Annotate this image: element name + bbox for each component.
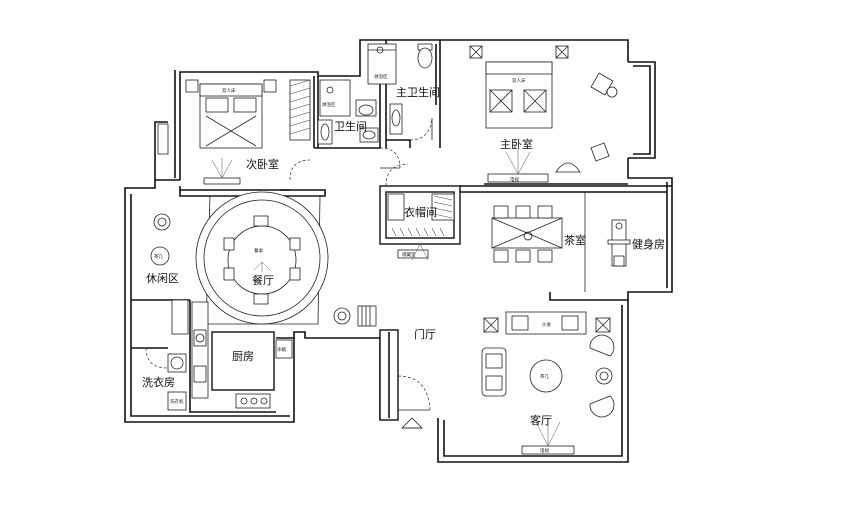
label-living: 客厅: [530, 413, 552, 427]
svg-text:沙发: 沙发: [542, 321, 551, 328]
foyer-fixtures: [333, 305, 431, 429]
svg-text:淋浴区: 淋浴区: [322, 101, 336, 108]
label-master-bath: 主卫生间: [396, 85, 440, 99]
svg-text:电视: 电视: [510, 176, 519, 183]
svg-text:储藏室: 储藏室: [402, 251, 416, 258]
label-foyer: 门厅: [414, 327, 436, 341]
master-bath-fixtures: 淋浴区: [367, 43, 433, 141]
label-closet: 衣帽间: [404, 205, 437, 219]
svg-text:茶几: 茶几: [540, 373, 549, 380]
svg-text:餐桌: 餐桌: [254, 247, 263, 254]
svg-text:淋浴区: 淋浴区: [374, 73, 388, 80]
closet-furniture: 储藏室: [387, 193, 455, 261]
exterior-walls: [124, 39, 673, 463]
tea-room-furniture: [491, 205, 563, 263]
master-bedroom-furniture: 双人床 电视: [385, 45, 618, 187]
label-dining: 餐厅: [252, 273, 274, 287]
label-kitchen: 厨房: [232, 350, 254, 363]
svg-text:洗衣机: 洗衣机: [170, 398, 184, 405]
label-master-bedroom: 主卧室: [500, 137, 533, 151]
secondary-bath-fixtures: 淋浴区: [317, 79, 401, 169]
living-room-furniture: 沙发 茶几 电视: [481, 311, 615, 455]
second-bedroom-furniture: 双人床: [157, 79, 311, 185]
label-laundry: 洗衣房: [142, 375, 175, 389]
label-gym: 健身房: [632, 237, 665, 251]
label-second-bedroom: 次卧室: [246, 157, 279, 171]
svg-text:双人床: 双人床: [222, 87, 236, 94]
label-tea-room: 茶室: [564, 233, 586, 247]
svg-text:双人床: 双人床: [512, 77, 526, 84]
dining-area: 餐桌: [195, 191, 329, 325]
kitchen-fixtures: 冰箱: [191, 301, 293, 409]
leisure-furniture: 茶几: [150, 213, 189, 335]
svg-text:冰箱: 冰箱: [277, 346, 286, 353]
label-leisure: 休闲区: [146, 271, 179, 285]
svg-text:电视: 电视: [540, 447, 549, 454]
svg-text:茶几: 茶几: [154, 253, 163, 260]
label-secondary-bath: 卫生间: [334, 119, 367, 133]
room-labels: 主卫生间 卫生间 主卧室 次卧室 衣帽间 茶室 健身房 休闲区 餐厅 厨房 洗衣…: [142, 85, 665, 427]
laundry-fixtures: 洗衣机: [145, 347, 187, 411]
gym-equipment: [607, 219, 631, 267]
